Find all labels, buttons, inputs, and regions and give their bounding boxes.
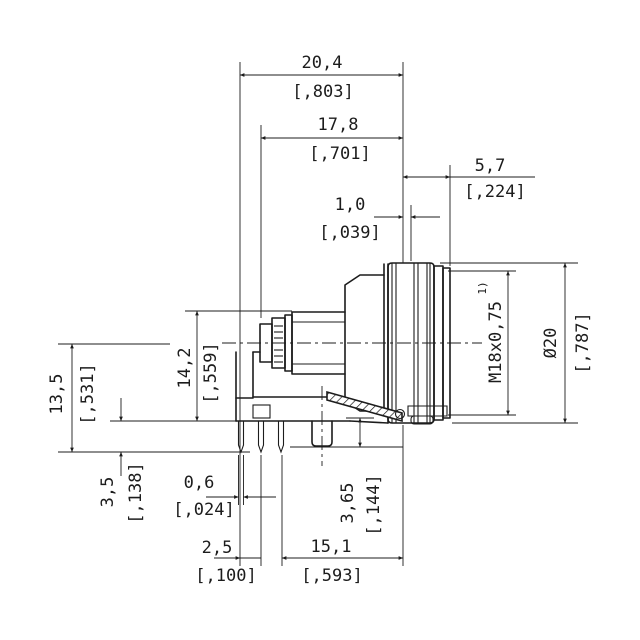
dim-peg-length-in: [,144] xyxy=(364,474,384,535)
seal-ring xyxy=(394,408,406,420)
dim-ring-thickness-mm: 1,0 xyxy=(335,195,366,215)
dim-pin-pitch-mm: 2,5 xyxy=(202,538,233,558)
connector-body-outline xyxy=(259,263,389,424)
dim-center-to-pin-in: [,531] xyxy=(78,363,98,424)
solder-pins xyxy=(237,421,285,454)
center-lines xyxy=(222,342,482,466)
dim-front-length-mm: 5,7 xyxy=(475,156,506,176)
dim-outer-diameter-mm: Ø20 xyxy=(541,328,561,359)
dim-body-width-in: [,701] xyxy=(309,144,370,164)
dim-pin-protrusion-mm: 3,5 xyxy=(98,477,118,508)
mounting-foot xyxy=(235,351,389,424)
panel-section-hatching xyxy=(326,390,448,425)
dimension-lines xyxy=(70,73,567,560)
dim-peg-length-mm: 3,65 xyxy=(338,483,358,524)
dim-pin-protrusion-in: [,138] xyxy=(126,462,146,523)
dim-pin-pitch-in: [,100] xyxy=(195,566,256,586)
dim-body-width-mm: 17,8 xyxy=(318,115,359,135)
dim-pin-to-face-in: [,593] xyxy=(301,566,362,586)
dim-body-height-in: [,559] xyxy=(201,342,221,403)
dim-pin-to-face-mm: 15,1 xyxy=(311,537,352,557)
dim-body-height-mm: 14,2 xyxy=(175,348,195,389)
extension-lines xyxy=(58,62,578,566)
dim-overall-width-in: [,803] xyxy=(292,82,353,102)
dim-ring-thickness-in: [,039] xyxy=(319,223,380,243)
dim-overall-width-mm: 20,4 xyxy=(302,53,343,73)
dim-pin-width-in: [,024] xyxy=(173,500,234,520)
dim-front-length-in: [,224] xyxy=(464,182,525,202)
dimension-labels: 20,4 [,803] 17,8 [,701] 5,7 [,224] 1,0 [… xyxy=(47,53,593,586)
dim-outer-diameter-in: [,787] xyxy=(573,312,593,373)
thread-label: M18x0,75 xyxy=(486,301,506,383)
rear-knurl-ticks xyxy=(274,325,283,363)
dim-pin-width-mm: 0,6 xyxy=(184,473,215,493)
dim-center-to-pin-mm: 13,5 xyxy=(47,374,67,415)
thread-footnote-ref: 1) xyxy=(476,281,489,294)
